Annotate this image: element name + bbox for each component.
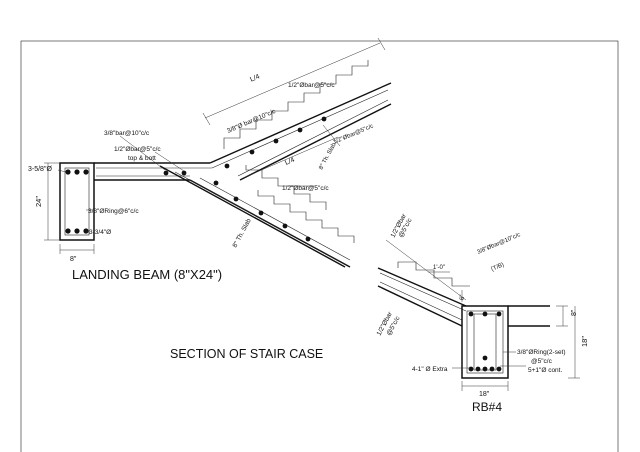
rb4-slab-dim: 8" [571,309,578,316]
rb4-cont-label: 5+1"Ø cont. [528,367,562,374]
landing-beam-ring-label: 3/8"ØRing@6"c/c [88,208,139,215]
stair-section: L/4 1/2"Øbar@5"c/c 3/8"Ø bar@10"c/c 1/2"… [94,37,392,268]
rb4-stirrup-outer [466,310,504,374]
stair-slab-lower-label: 8" Th. Slab [232,217,253,249]
rb4-depth-dim: 18" [580,336,589,347]
landing-beam-bottom-bar [83,228,89,234]
rb4-dist-note: (T/B) [490,262,505,273]
rb4-beam-outline [461,305,509,379]
landing-beam-cover-label: 3-5/8"Ø [28,166,52,173]
rb4-step-len: 1'-0" [433,265,445,271]
rb4-stirrup-inner [473,313,497,371]
stair-top-bar-label: 1/2"Øbar@5"c/c [288,82,335,89]
rb4-dist-bar-label: 3/8"Øbar@10"c/c [476,232,521,256]
landing-beam-top-bar [83,169,89,175]
rb4-width-dim: 18" [479,391,490,398]
stair-span-top-label: L/4 [249,73,261,83]
stair-bottom-bar-2-label: 1/2"Øbar@5"c/c [282,185,329,192]
drawing-title: SECTION OF STAIR CASE [170,347,323,361]
stair-bottom-bar-label: 1/2"Øbar@5"c/c [332,123,374,145]
rb4-ring-label: 3/8"ØRing(2-set) [517,349,566,356]
landing-beam-bottom-bar [65,228,71,234]
landing-note-label: top & bott [128,155,156,162]
landing-beam-width-label: 8" [70,256,77,263]
landing-beam-title: LANDING BEAM (8"X24") [72,267,222,282]
landing-beam: 3-5/8"Ø 24" 3/8"ØRing@6"c/c 3-3/4"Ø 8" L… [28,162,222,282]
landing-beam-height-label: 24" [34,196,43,207]
landing-beam-bottom-bar [74,228,80,234]
rb4-section: 1/2"Øbar @5"c/c 3/8"Øbar@10"c/c (T/B) 1'… [376,212,589,414]
stair-span-mid-label: L/4 [284,157,296,167]
landing-beam-stirrup [64,167,90,236]
landing-beam-outline [59,162,95,241]
landing-beam-top-bar [74,169,80,175]
landing-beam-bottom-label: 3-3/4"Ø [89,229,111,236]
rb4-step-h: 6" [460,295,466,300]
landing-beam-top-bar [65,169,71,175]
rb4-title: RB#4 [472,400,502,414]
landing-main-bar-label: 1/2"Øbar@5"c/c [114,146,161,153]
sheet-border [20,40,619,452]
stair-dist-bar-label: 3/8"Ø bar@10"c/c [226,108,277,135]
rb4-extra-label: 4-1" Ø Extra [412,366,448,373]
stair-slab-upper-label: 8" Th. Slab [318,142,337,171]
rb4-ring-spacing: @5"c/c [531,358,553,365]
landing-dist-bar-label: 3/8"bar@10"c/c [104,130,150,137]
